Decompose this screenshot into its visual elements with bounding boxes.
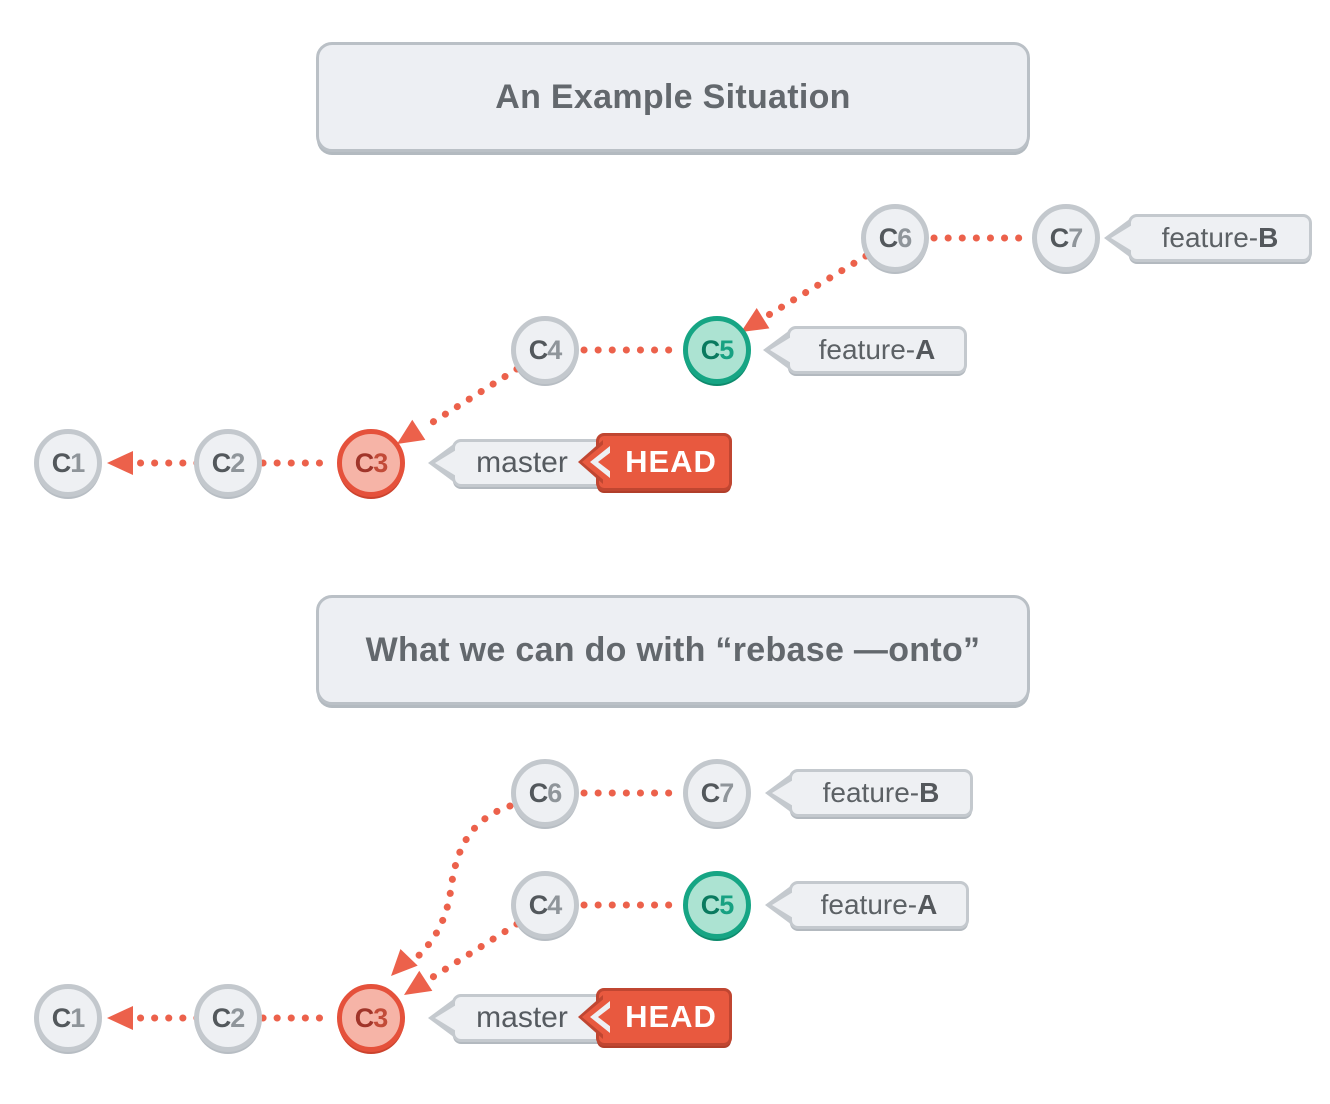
- commit-number: 6: [547, 777, 562, 808]
- commit-label: C: [700, 777, 720, 808]
- commit-label: C: [528, 334, 548, 365]
- commit-number: 5: [719, 334, 734, 365]
- head-label: HEAD: [578, 433, 732, 491]
- label-prefix: feature-: [1161, 222, 1259, 253]
- dotted-edges: [136, 234, 1028, 1022]
- label-text: master: [476, 446, 568, 479]
- label-text: feature-B: [823, 777, 940, 809]
- branch-label-feature-a: feature-A: [763, 326, 967, 374]
- label-prefix: feature-: [820, 889, 918, 920]
- head-chevron-icon: [598, 449, 615, 475]
- head-text: HEAD: [625, 444, 717, 479]
- commit-number: 7: [1068, 222, 1083, 253]
- label-text: feature-A: [821, 889, 938, 921]
- branch-label-feature-b: feature-B: [1104, 214, 1312, 262]
- title-top: An Example Situation: [316, 42, 1030, 152]
- commit-number: 7: [719, 777, 734, 808]
- arrowhead-icon: [741, 308, 770, 332]
- commit-label: C: [211, 1002, 231, 1033]
- commit-number: 1: [70, 447, 85, 478]
- commit-number: 6: [897, 222, 912, 253]
- commit-label: C: [700, 334, 720, 365]
- label-text: feature-A: [819, 334, 936, 366]
- edge-c6-c5: [758, 252, 870, 323]
- arrowhead-icon: [107, 451, 133, 475]
- commit-label: C: [528, 777, 548, 808]
- commit-number: 2: [230, 447, 245, 478]
- label-prefix: feature-: [822, 777, 920, 808]
- commit-label: C: [354, 1002, 374, 1033]
- arrowhead-icon: [391, 948, 418, 976]
- label-suffix: B: [1258, 222, 1279, 253]
- label-text: master: [476, 1001, 568, 1034]
- label-suffix: B: [919, 777, 940, 808]
- commit-label: C: [1049, 222, 1069, 253]
- title-bottom-text: What we can do with “rebase —onto”: [365, 630, 981, 669]
- arrowhead-icon: [107, 1006, 133, 1030]
- arrowheads: [107, 308, 770, 1030]
- arrowhead-icon: [404, 970, 433, 995]
- head-label-bottom: HEAD: [578, 988, 732, 1046]
- commit-number: 3: [373, 447, 388, 478]
- label-prefix: feature-: [818, 334, 916, 365]
- commit-label: C: [528, 889, 548, 920]
- commit-number: 3: [373, 1002, 388, 1033]
- commit-label: C: [51, 1002, 71, 1033]
- commit-number: 2: [230, 1002, 245, 1033]
- edge-c4-c3-bottom: [421, 920, 521, 986]
- commit-label: C: [700, 889, 720, 920]
- commit-number: 1: [70, 1002, 85, 1033]
- label-suffix: A: [915, 334, 936, 365]
- label-text: feature-B: [1162, 222, 1279, 254]
- head-chevron-icon: [598, 1004, 615, 1030]
- title-bottom: What we can do with “rebase —onto”: [316, 595, 1030, 705]
- commit-label: C: [51, 447, 71, 478]
- commit-number: 4: [547, 889, 562, 920]
- label-suffix: A: [917, 889, 938, 920]
- commit-label: C: [878, 222, 898, 253]
- commit-number: 5: [719, 889, 734, 920]
- commit-label: C: [211, 447, 231, 478]
- branch-label-feature-a-bottom: feature-A: [765, 881, 969, 929]
- head-text: HEAD: [625, 999, 717, 1034]
- title-top-text: An Example Situation: [495, 77, 851, 116]
- branch-label-feature-b-bottom: feature-B: [765, 769, 973, 817]
- arrowhead-icon: [397, 419, 426, 444]
- edge-c4-c3: [421, 365, 521, 431]
- commit-label: C: [354, 447, 374, 478]
- commit-number: 4: [547, 334, 562, 365]
